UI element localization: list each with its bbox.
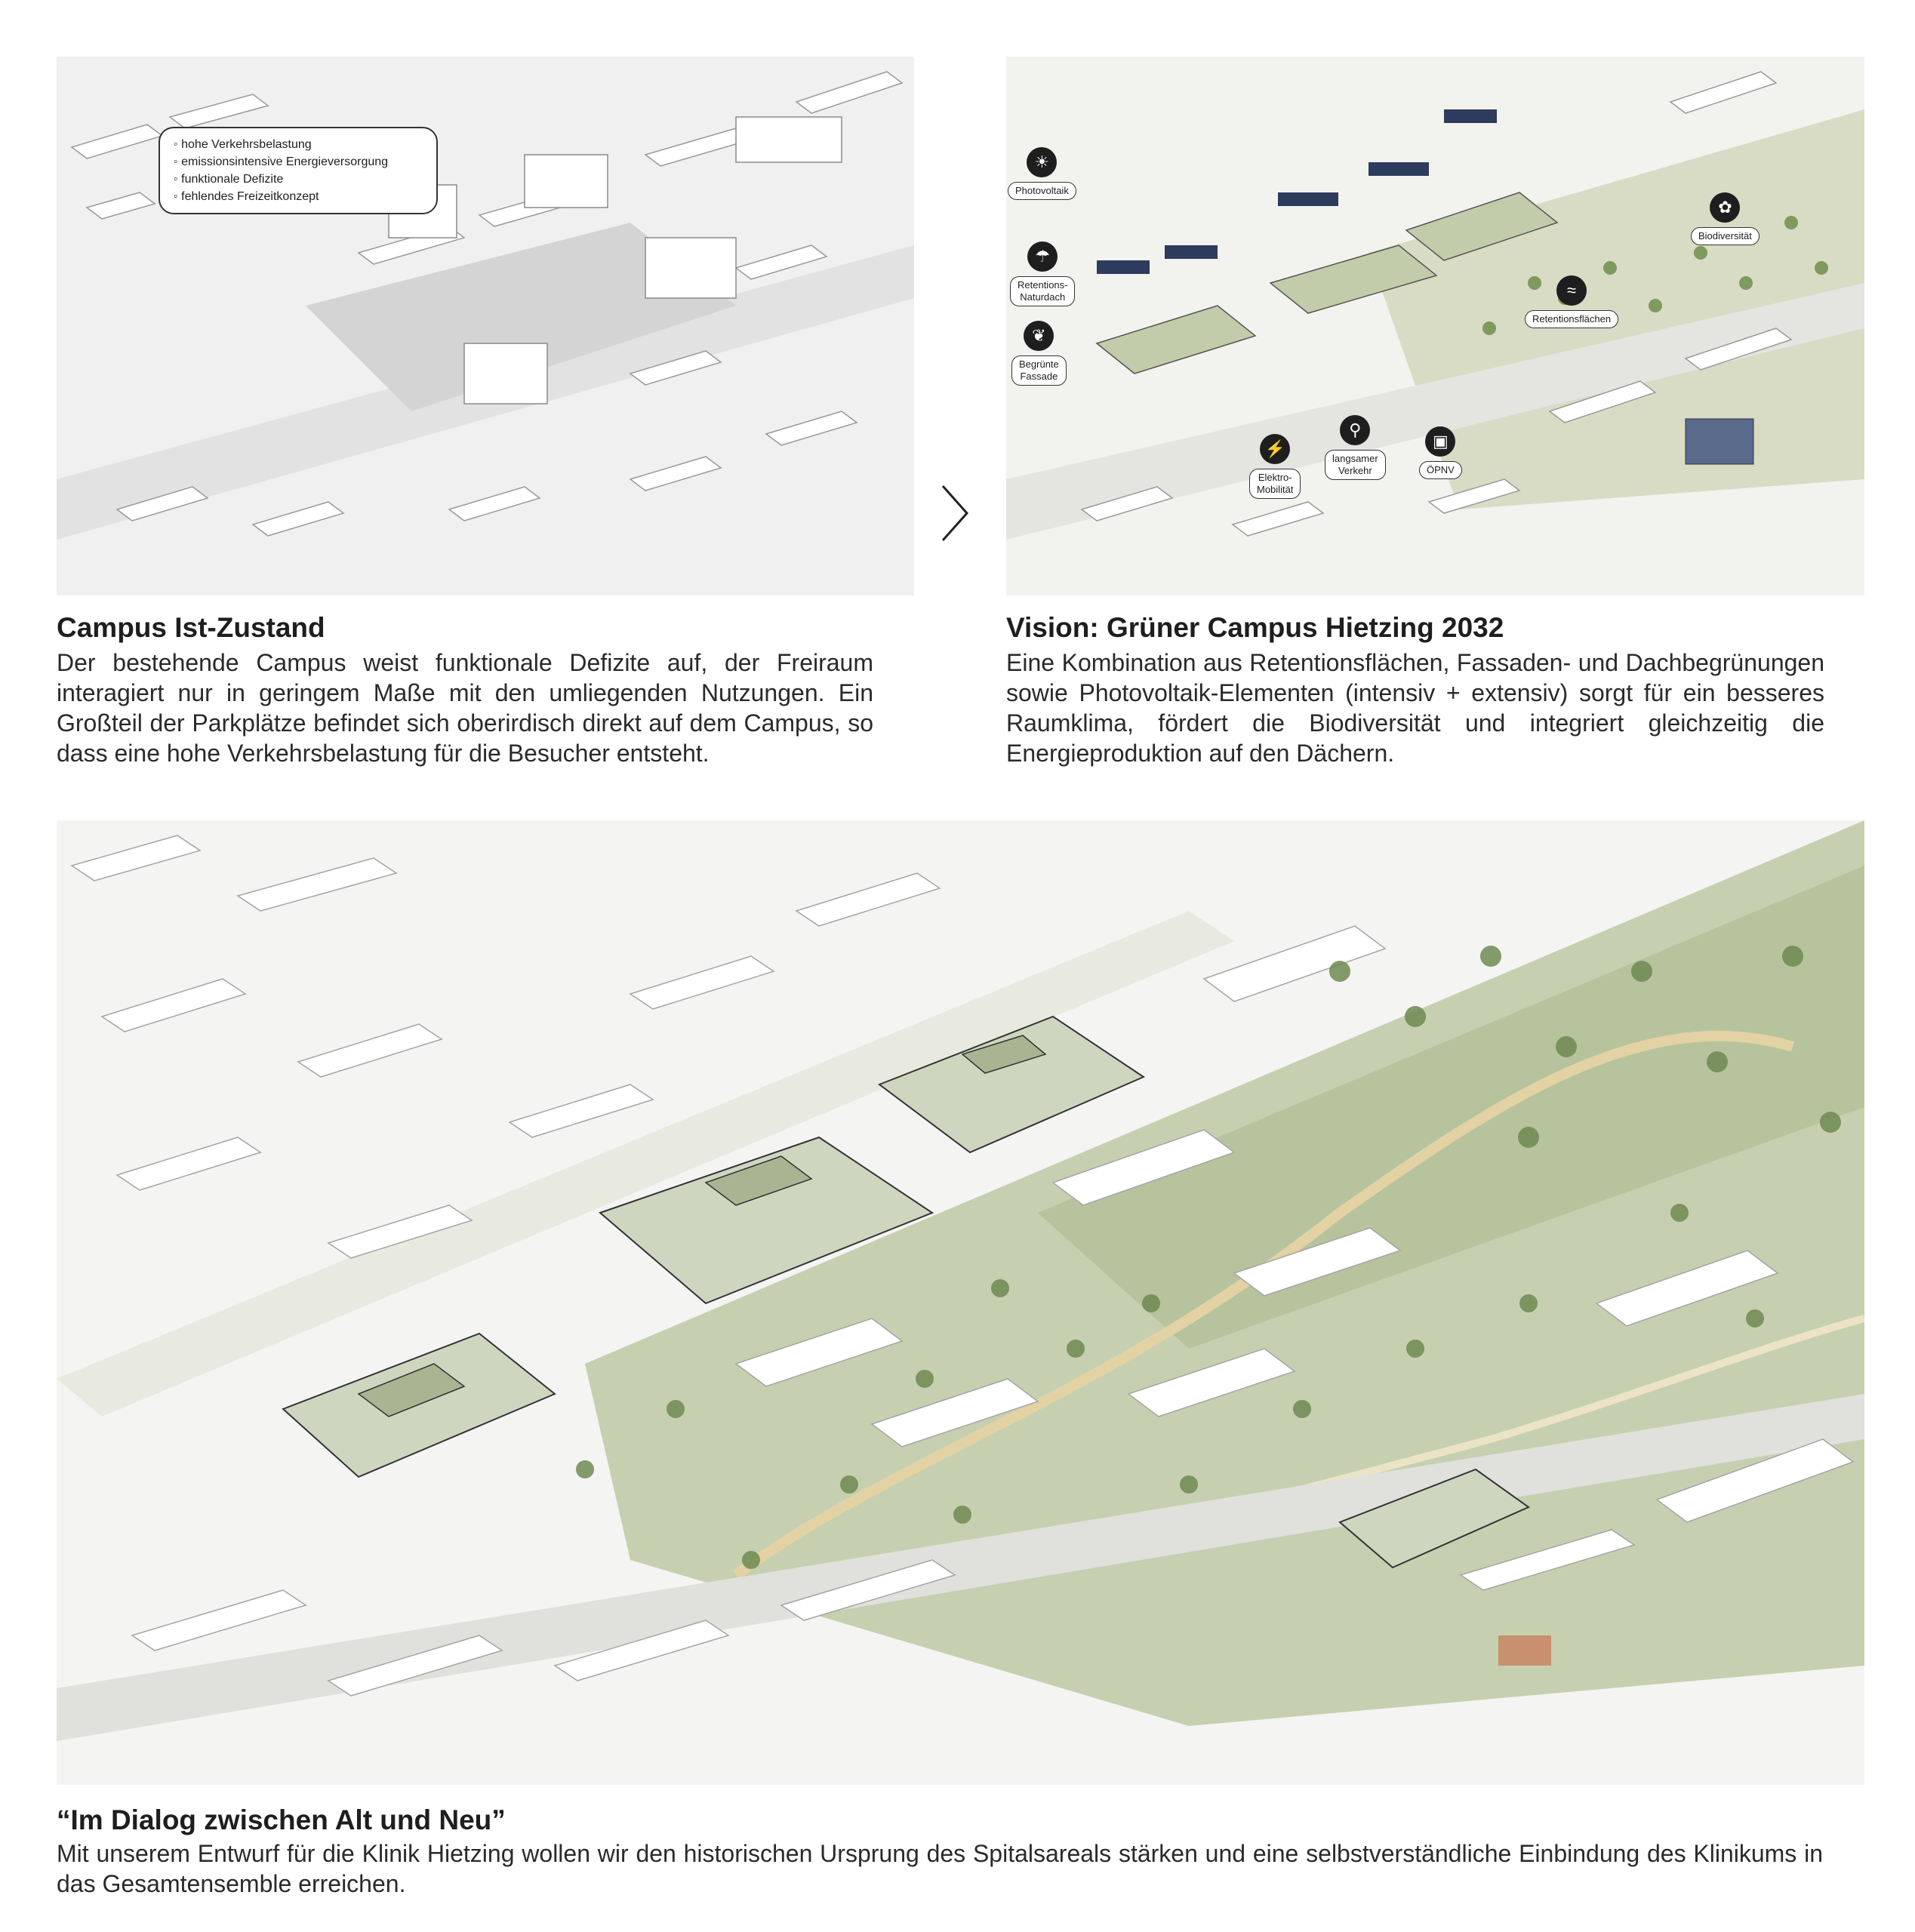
- callout-item: funktionale Defizite: [174, 171, 423, 188]
- existing-description: Der bestehende Campus weist funktionale …: [57, 649, 873, 767]
- vision-campus-drawing: [1006, 57, 1864, 595]
- chevron-right-icon: [940, 483, 970, 543]
- design-axonometric: [57, 820, 1864, 1785]
- design-description: Mit unserem Entwurf für die Klinik Hietz…: [57, 1840, 1823, 1897]
- public-transport-tag: ▣ ÖPNV: [1419, 426, 1462, 479]
- retention-areas-tag: ≈ Retentionsflächen: [1525, 275, 1619, 328]
- tag-label: Biodiversität: [1691, 227, 1760, 245]
- retention-roof-tag: ☂ Retentions- Naturdach: [1010, 242, 1076, 306]
- callout-item: fehlendes Freizeitkonzept: [174, 188, 423, 205]
- tag-label: ÖPNV: [1419, 461, 1462, 479]
- green-facade-tag: ❦ Begrünte Fassade: [1011, 321, 1067, 386]
- tag-label: langsamer Verkehr: [1325, 450, 1386, 480]
- design-title: “Im Dialog zwischen Alt und Neu”: [57, 1804, 506, 1835]
- bicycle-icon: ⚲: [1340, 415, 1371, 445]
- problems-callout: hohe Verkehrsbelastung emissionsintensiv…: [159, 127, 438, 214]
- biodiversity-tag: ✿ Biodiversität: [1691, 192, 1760, 245]
- e-mobility-tag: ⚡ Elektro- Mobilität: [1249, 434, 1301, 499]
- rain-roof-icon: ☂: [1027, 242, 1058, 272]
- callout-item: hohe Verkehrsbelastung: [174, 136, 423, 153]
- vision-description: Eine Kombination aus Retentionsflächen, …: [1006, 649, 1824, 767]
- electric-car-icon: ⚡: [1260, 434, 1291, 464]
- tag-label: Retentions- Naturdach: [1010, 276, 1076, 306]
- slow-traffic-tag: ⚲ langsamer Verkehr: [1325, 415, 1386, 480]
- photovoltaik-tag: ☀ Photovoltaik: [1008, 147, 1076, 200]
- vision-campus-axonometric: [1006, 57, 1864, 595]
- tag-label: Retentionsflächen: [1525, 310, 1619, 328]
- water-icon: ≈: [1556, 275, 1587, 306]
- callout-item: emissionsintensive Energieversorgung: [174, 153, 423, 171]
- tag-label: Elektro- Mobilität: [1249, 469, 1301, 499]
- existing-title: Campus Ist-Zustand: [57, 612, 325, 643]
- tag-label: Begrünte Fassade: [1011, 355, 1067, 386]
- vision-title: Vision: Grüner Campus Hietzing 2032: [1006, 612, 1504, 643]
- flower-icon: ✿: [1710, 192, 1741, 223]
- leaf-icon: ❦: [1024, 321, 1054, 351]
- train-icon: ▣: [1425, 426, 1456, 457]
- design-campus-drawing: [57, 820, 1864, 1785]
- solar-panel-icon: ☀: [1027, 147, 1058, 177]
- tag-label: Photovoltaik: [1008, 182, 1076, 200]
